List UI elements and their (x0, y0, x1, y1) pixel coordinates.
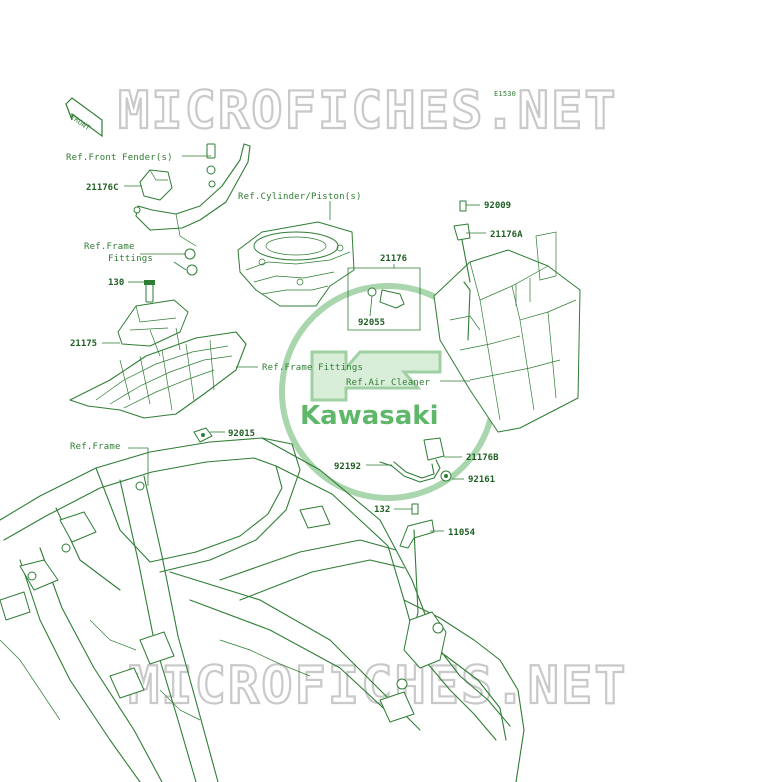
cylinder-head (237, 221, 355, 307)
part-92161[interactable]: 92161 (468, 475, 495, 485)
clip-92015-icon (193, 427, 213, 443)
ref-front-fender: Ref.Front Fender(s) (66, 153, 173, 163)
part-92192[interactable]: 92192 (334, 462, 361, 472)
sensor-21176a (453, 200, 471, 283)
motorcycle-frame (0, 437, 525, 782)
part-11054[interactable]: 11054 (448, 528, 476, 538)
part-130[interactable]: 130 (108, 278, 124, 288)
leader-lines (102, 155, 486, 532)
part-21176b[interactable]: 21176B (466, 453, 499, 463)
sensor-21176b (379, 437, 452, 483)
ref-frame: Ref.Frame (70, 442, 121, 452)
part-21176[interactable]: 21176 (380, 254, 407, 264)
ref-frame-fittings-b: Ref.Frame Fittings (262, 363, 363, 373)
ref-air-cleaner: Ref.Air Cleaner (346, 378, 431, 388)
ref-frame-fittings-line2: Fittings (108, 254, 153, 264)
part-21176c[interactable]: 21176C (86, 183, 119, 193)
sensor-21176 (347, 267, 421, 331)
front-arrow-icon: FRONT (65, 97, 103, 138)
part-21175[interactable]: 21175 (70, 339, 97, 349)
part-92055[interactable]: 92055 (358, 318, 385, 328)
watermark-bottom: MICROFICHES.NET (128, 656, 628, 716)
fender-bracket (133, 143, 251, 276)
air-cleaner-box (433, 231, 581, 433)
frame-fitting-plate (69, 327, 247, 419)
part-92009[interactable]: 92009 (484, 201, 511, 211)
diagram-code: E1530 (494, 90, 516, 98)
part-92015[interactable]: 92015 (228, 429, 255, 439)
ref-frame-fittings-line1: Ref.Frame (84, 242, 135, 252)
cover-21175 (117, 299, 189, 347)
part-21176a[interactable]: 21176A (490, 230, 523, 240)
part-132[interactable]: 132 (374, 505, 390, 515)
ref-cylinder: Ref.Cylinder/Piston(s) (238, 192, 362, 202)
brand-logo-text: Kawasaki (300, 401, 438, 431)
bolt-130-icon (144, 280, 155, 303)
watermark-top: MICROFICHES.NET (118, 81, 618, 141)
